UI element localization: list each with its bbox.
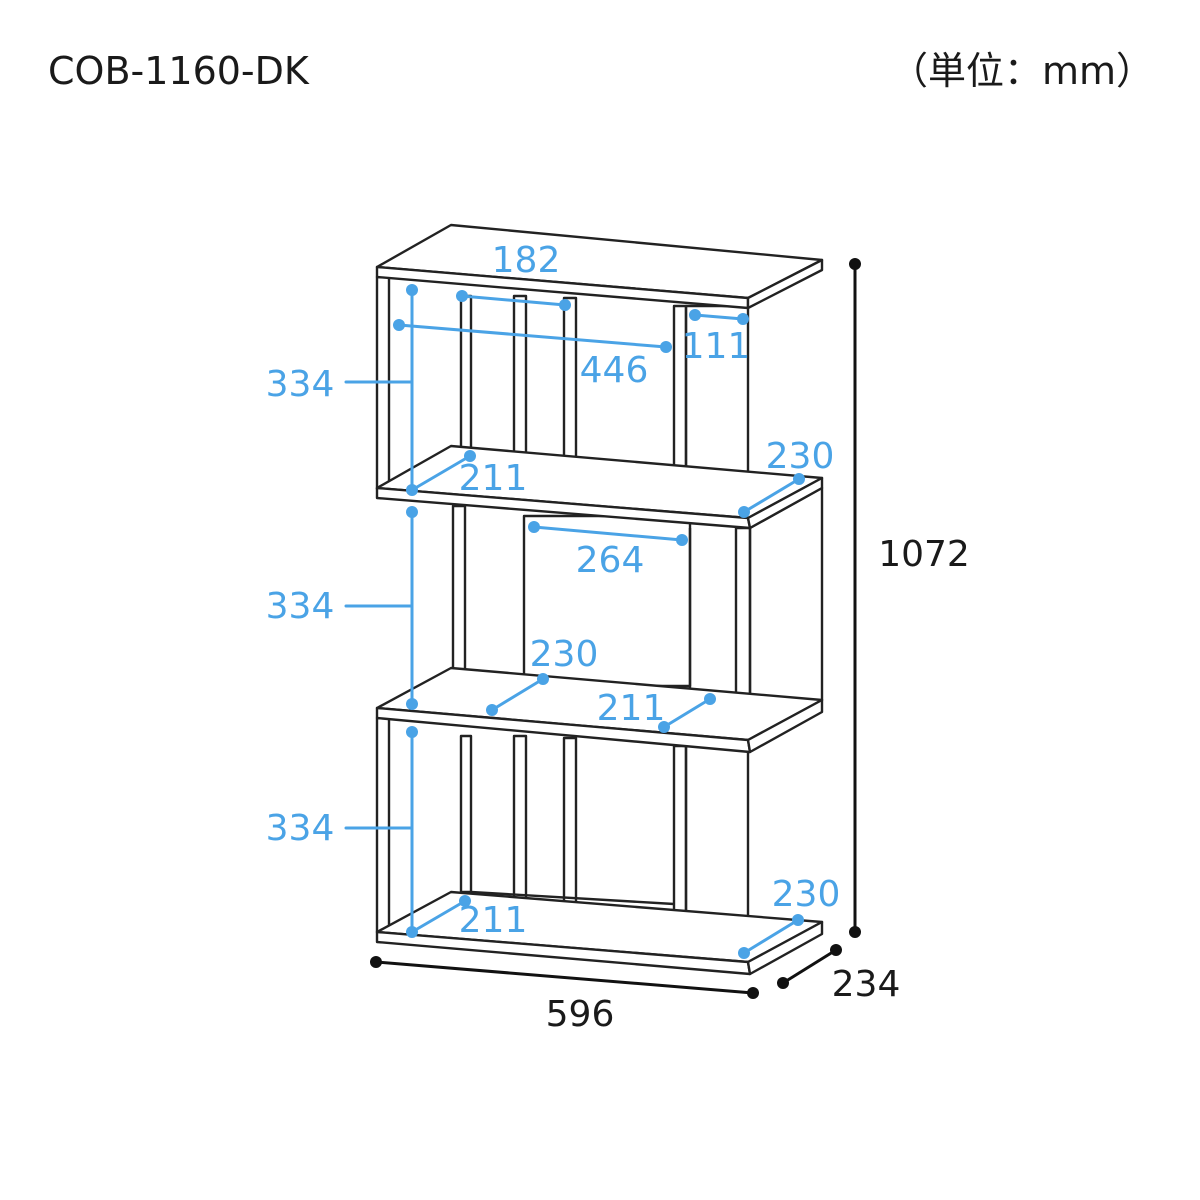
bottom-tier-left-side-panel <box>375 716 391 934</box>
dim-top-inner-width: 446 <box>393 319 672 391</box>
label-top-inner-width: 446 <box>580 350 649 391</box>
dim-middle-depth-right: 211 <box>597 688 716 733</box>
label-bottom-tier-height: 334 <box>266 808 335 849</box>
dim-overall-height: 1072 <box>849 258 970 938</box>
second-board-side-edge <box>746 476 824 530</box>
label-overall-depth: 234 <box>832 964 901 1005</box>
label-middle-depth-right: 211 <box>597 688 666 729</box>
dim-bottom-depth-left: 211 <box>410 895 528 941</box>
dim-top-right-width: 111 <box>682 309 751 367</box>
label-middle-tier-height: 334 <box>266 586 335 627</box>
overall-dimensions: 1072 596 234 <box>370 258 970 1035</box>
dim-bottom-depth-right: 230 <box>738 874 840 959</box>
base-board-side-edge <box>746 920 824 976</box>
label-top-depth-right: 230 <box>766 436 835 477</box>
bottom-tier-center-divider-a <box>512 734 528 902</box>
dim-middle-tier-height: 334 <box>266 506 418 710</box>
dim-overall-width: 596 <box>370 956 759 1035</box>
label-top-tier-height: 334 <box>266 364 335 405</box>
label-top-right-width: 111 <box>682 326 751 367</box>
label-bottom-depth-right: 230 <box>772 874 841 915</box>
model-number: COB-1160-DK <box>48 49 309 93</box>
label-top-gap-width: 182 <box>492 240 561 281</box>
top-board-side-edge <box>746 258 824 310</box>
middle-tier-right-side-panel <box>734 526 752 716</box>
top-tier-center-divider-b <box>562 296 578 466</box>
label-overall-width: 596 <box>546 994 615 1035</box>
third-board-side-edge <box>746 698 824 754</box>
dim-middle-inner-width: 264 <box>528 521 688 581</box>
shelf-structure <box>375 223 824 976</box>
label-overall-height: 1072 <box>878 534 970 575</box>
dim-top-tier-height: 334 <box>266 284 418 496</box>
bottom-tier-center-divider-b <box>562 736 578 906</box>
dim-top-gap-width: 182 <box>456 240 571 311</box>
dim-overall-depth: 234 <box>777 944 900 1005</box>
bottom-tier-left-divider <box>459 734 473 894</box>
top-tier-center-divider-a <box>512 294 528 462</box>
label-middle-inner-width: 264 <box>576 540 645 581</box>
top-tier-left-divider <box>459 294 473 456</box>
dim-middle-depth-left: 230 <box>486 634 598 716</box>
dim-top-depth-left: 211 <box>410 450 528 499</box>
interior-dimensions: 334 334 334 18 <box>266 240 840 959</box>
bottom-tier-right-panel <box>684 744 750 924</box>
shelf-boards <box>375 223 824 976</box>
unit-label: （単位：mm） <box>889 49 1154 93</box>
label-middle-depth-left: 230 <box>530 634 599 675</box>
dim-bottom-tier-height: 334 <box>266 726 418 938</box>
dim-top-depth-right: 230 <box>738 436 834 518</box>
bottom-tier-back-edge <box>470 890 675 906</box>
label-bottom-depth-left: 211 <box>459 900 528 941</box>
label-top-depth-left: 211 <box>459 458 528 499</box>
